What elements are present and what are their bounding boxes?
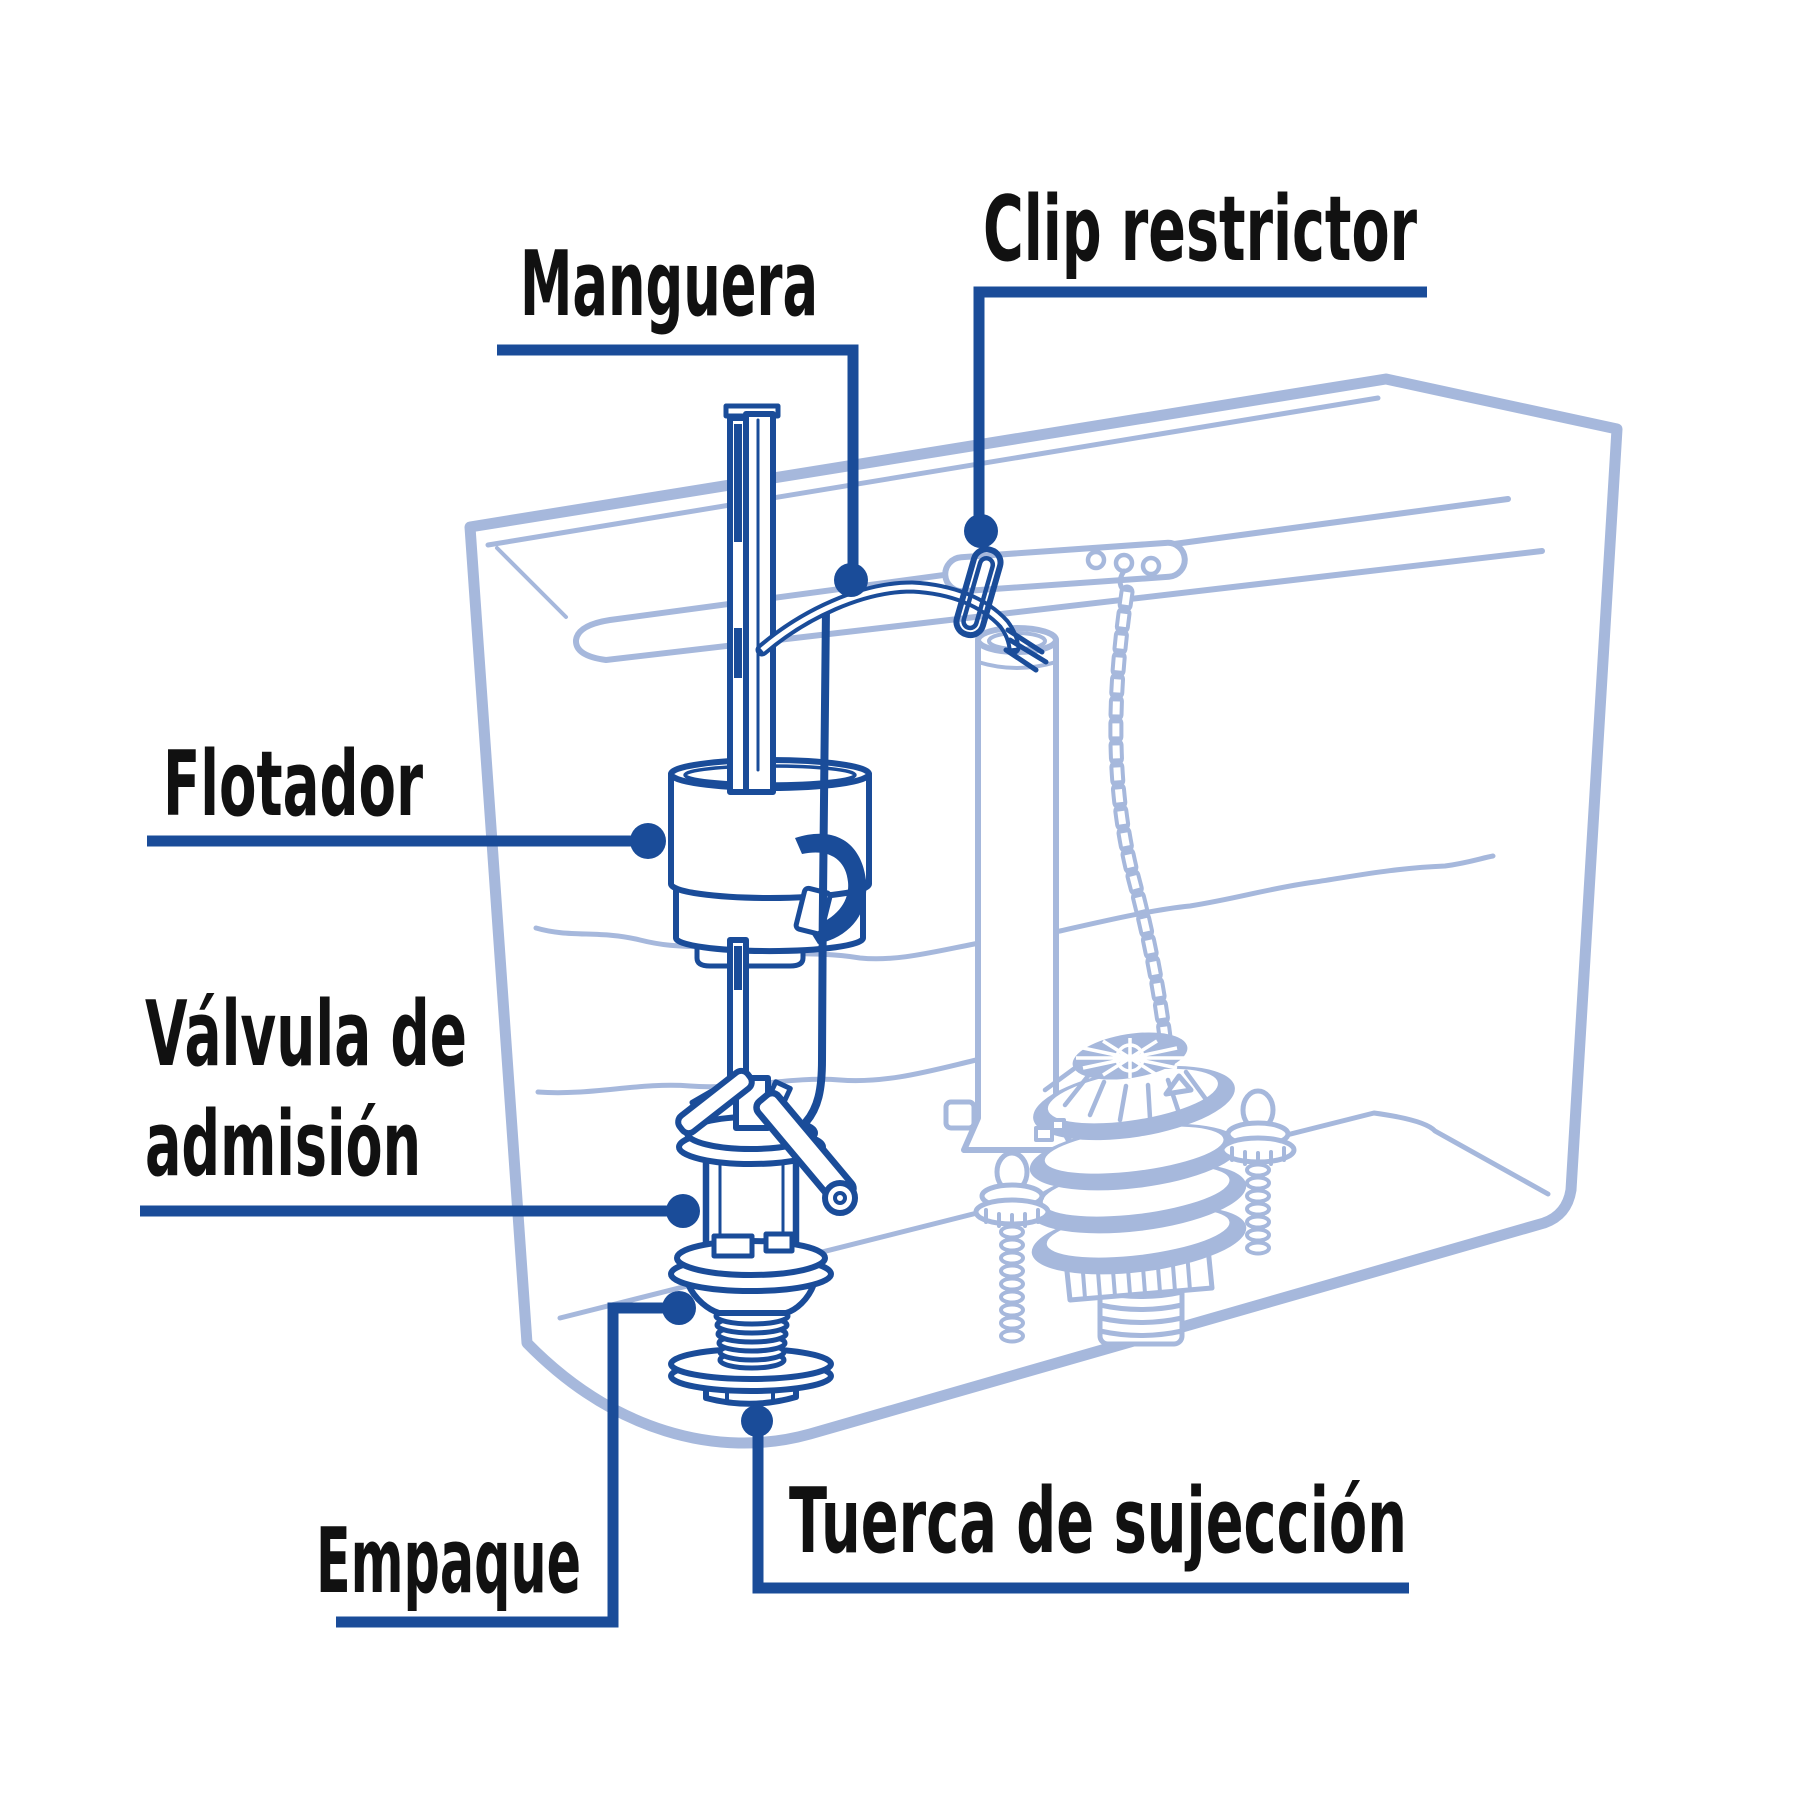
tank-top-inner-edge: [485, 395, 1381, 548]
overflow-tube-fitting: [943, 1099, 977, 1131]
inlet-valve-body: [668, 1067, 858, 1407]
clip-restrictor-part: [953, 546, 1004, 639]
bolt-thread: [1245, 1162, 1271, 1256]
lever-hole: [1140, 555, 1162, 577]
fill-valve-assembly: [668, 403, 1049, 1407]
lever-hole: [1085, 549, 1107, 571]
leader-empaque: [336, 1291, 696, 1628]
fill-valve-riser-columns: [723, 403, 781, 1093]
leader-clip-restrictor: [964, 286, 1427, 548]
flapper-hinge-tab: [1050, 1118, 1066, 1132]
leader-dot-empaque: [662, 1291, 696, 1325]
refill-hose: [755, 580, 1049, 673]
flapper-valve: [1027, 1032, 1247, 1347]
flapper-chain-tab: [1163, 1073, 1194, 1097]
valve-window: [763, 1231, 795, 1254]
leader-dot-tuerca: [741, 1405, 773, 1437]
leader-lines: [140, 286, 1427, 1628]
flapper-dome: [1072, 1032, 1188, 1080]
overflow-tube: [943, 625, 1077, 1153]
labels: Manguera Clip restrictor Flotador Válvul…: [145, 177, 1417, 1614]
tank-left-inner-edge: [495, 546, 568, 619]
leader-tuerca: [741, 1405, 1409, 1594]
leader-dot-clip-restrictor: [964, 514, 998, 548]
lift-chain: [1108, 584, 1178, 1102]
leader-valvula: [140, 1194, 700, 1228]
label-flotador: Flotador: [163, 732, 423, 837]
lever-roller: [822, 1180, 858, 1216]
tank-bolt-left: [973, 1150, 1051, 1344]
leader-dot-valvula: [666, 1194, 700, 1228]
label-tuerca: Tuerca de sujección: [789, 1469, 1407, 1574]
tank-bolt-right: [1219, 1088, 1297, 1256]
tank-bottom-inner-edge: [557, 1110, 1551, 1321]
refill-rod: [802, 604, 830, 1126]
tank-body-outline: [464, 373, 1623, 1449]
label-manguera: Manguera: [520, 232, 818, 337]
leader-dot-flotador: [630, 823, 666, 859]
valve-window: [711, 1233, 755, 1259]
trip-lever-arm: [942, 539, 1188, 596]
label-clip-restrictor: Clip restrictor: [983, 177, 1417, 282]
valve-lever-left: [675, 1067, 755, 1137]
label-empaque: Empaque: [316, 1509, 581, 1614]
flapper-hinge-tab: [1034, 1126, 1054, 1142]
leader-manguera: [497, 344, 868, 597]
gasket-bellows: [713, 1305, 791, 1371]
label-valvula-line2: admisión: [145, 1092, 421, 1197]
tank-opening-rim: [573, 496, 1545, 663]
leader-flotador: [147, 823, 666, 859]
flush-valve-assembly: [942, 539, 1297, 1347]
leader-dot-manguera: [834, 563, 868, 597]
bolt-thread: [999, 1224, 1025, 1344]
label-valvula-line1: Válvula de: [145, 982, 467, 1087]
float-clamp: [795, 833, 867, 944]
